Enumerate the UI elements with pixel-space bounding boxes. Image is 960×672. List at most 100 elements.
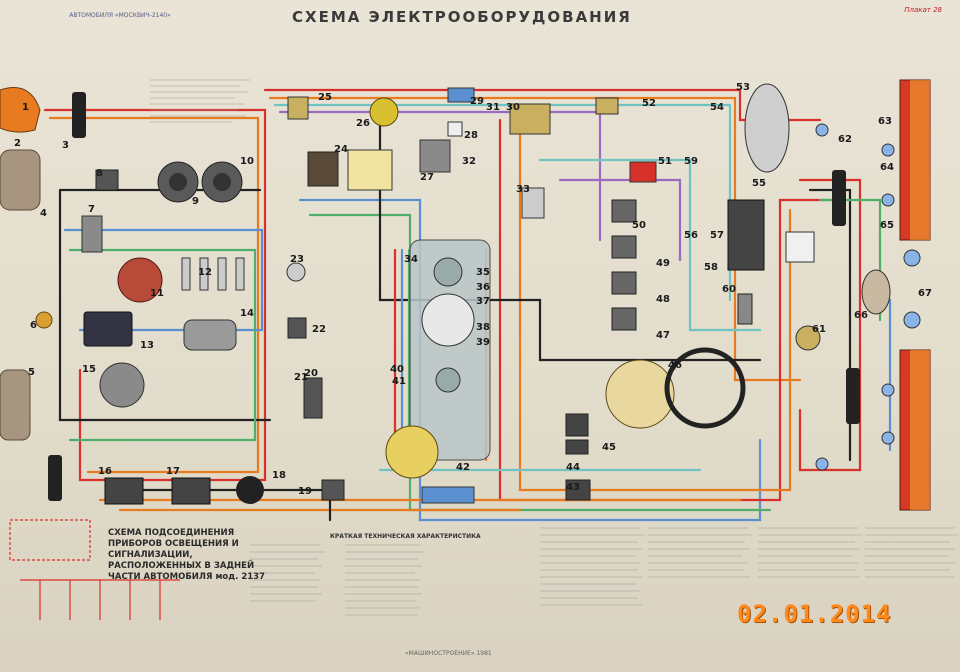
switch-43 bbox=[565, 479, 591, 501]
component-label-28: 28 bbox=[464, 130, 478, 141]
component-label-65: 65 bbox=[880, 220, 894, 231]
component-label-5: 5 bbox=[28, 367, 35, 378]
lamp-29c bbox=[785, 231, 815, 263]
component-label-17: 17 bbox=[166, 466, 180, 477]
component-label-37: 37 bbox=[476, 296, 490, 307]
relay-32 bbox=[521, 187, 545, 219]
wire-teal-top bbox=[273, 103, 732, 302]
gauge-35 bbox=[433, 257, 463, 287]
relay-17 bbox=[171, 477, 211, 505]
legend-text-lines bbox=[150, 79, 958, 616]
spark-plugs-12 bbox=[181, 257, 245, 291]
component-label-46: 46 bbox=[668, 360, 682, 371]
center-components bbox=[286, 83, 821, 504]
relay-24 bbox=[307, 151, 339, 187]
distributor-11 bbox=[117, 257, 163, 303]
component-label-61: 61 bbox=[812, 324, 826, 335]
component-label-45: 45 bbox=[602, 442, 616, 453]
component-label-58: 58 bbox=[704, 262, 718, 273]
wiper-motor-42 bbox=[385, 425, 439, 479]
component-label-67: 67 bbox=[918, 288, 932, 299]
component-label-4: 4 bbox=[40, 208, 47, 219]
wire-orange-main bbox=[48, 116, 260, 474]
component-label-35: 35 bbox=[476, 267, 490, 278]
horn-button-46 bbox=[605, 359, 675, 429]
component-label-10: 10 bbox=[240, 156, 254, 167]
subschema-title: СХЕМА ПОДСОЕДИНЕНИЯ ПРИБОРОВ ОСВЕЩЕНИЯ И… bbox=[108, 528, 265, 582]
component-label-39: 39 bbox=[476, 337, 490, 348]
wire-violet-right bbox=[558, 178, 682, 262]
gauge-26 bbox=[369, 97, 399, 127]
component-label-3a: 3 bbox=[62, 140, 69, 151]
right-components bbox=[815, 79, 931, 511]
component-label-36: 36 bbox=[476, 282, 490, 293]
component-label-19: 19 bbox=[298, 486, 312, 497]
fuse-box-13 bbox=[83, 311, 133, 347]
switch-28 bbox=[447, 121, 463, 137]
sensor-6 bbox=[35, 311, 53, 329]
speaker-55 bbox=[744, 83, 790, 173]
switch-22 bbox=[287, 317, 307, 339]
component-label-52: 52 bbox=[642, 98, 656, 109]
bulbs-63-65 bbox=[815, 123, 921, 471]
wire-blue-right bbox=[868, 298, 892, 452]
component-label-47: 47 bbox=[656, 330, 670, 341]
component-label-2: 2 bbox=[14, 138, 21, 149]
component-label-18: 18 bbox=[272, 470, 286, 481]
component-label-22: 22 bbox=[312, 324, 326, 335]
component-label-33: 33 bbox=[516, 184, 530, 195]
component-label-1: 1 bbox=[22, 102, 29, 113]
footer-publisher: «МАШИНОСТРОЕНИЕ» 1981 bbox=[405, 650, 492, 657]
component-label-53: 53 bbox=[736, 82, 750, 93]
speedometer-36 bbox=[421, 293, 475, 347]
component-label-23: 23 bbox=[290, 254, 304, 265]
component-label-11: 11 bbox=[150, 288, 164, 299]
relay-8 bbox=[95, 169, 119, 191]
switch-44 bbox=[565, 413, 589, 437]
component-label-20: 20 bbox=[304, 368, 318, 379]
component-label-34: 34 bbox=[404, 254, 418, 265]
component-label-7: 7 bbox=[88, 204, 95, 215]
component-label-41: 41 bbox=[392, 376, 406, 387]
wire-black-center bbox=[378, 118, 762, 362]
component-label-31: 31 bbox=[486, 102, 500, 113]
sub-schema-2137 bbox=[9, 519, 180, 620]
lamp-29 bbox=[447, 87, 475, 103]
component-label-14: 14 bbox=[240, 308, 254, 319]
component-label-40: 40 bbox=[390, 364, 404, 375]
component-label-48: 48 bbox=[656, 294, 670, 305]
component-label-60: 60 bbox=[722, 284, 736, 295]
spec-title: КРАТКАЯ ТЕХНИЧЕСКАЯ ХАРАКТЕРИСТИКА bbox=[330, 533, 481, 540]
component-label-38: 38 bbox=[476, 322, 490, 333]
left-headlight bbox=[0, 87, 41, 133]
lamp-29b bbox=[421, 486, 475, 504]
component-label-9: 9 bbox=[192, 196, 199, 207]
switch-45 bbox=[565, 439, 589, 455]
component-label-55: 55 bbox=[752, 178, 766, 189]
sensor-23 bbox=[286, 262, 306, 282]
header-left-note: АВТОМОБИЛЯ «МОСКВИЧ-2140» bbox=[69, 12, 171, 19]
steering-wheel bbox=[664, 347, 746, 429]
component-label-26: 26 bbox=[356, 118, 370, 129]
component-label-32: 32 bbox=[462, 156, 476, 167]
generator-15 bbox=[99, 362, 145, 408]
sensor-60 bbox=[737, 293, 753, 325]
wire-orange-center bbox=[518, 128, 792, 492]
sensor-7 bbox=[81, 215, 103, 253]
component-label-62: 62 bbox=[838, 134, 852, 145]
relay-30 bbox=[509, 103, 551, 135]
component-label-64: 64 bbox=[880, 162, 894, 173]
starter-14 bbox=[183, 319, 237, 351]
component-label-12: 12 bbox=[198, 267, 212, 278]
component-label-51: 51 bbox=[658, 156, 672, 167]
switch-25 bbox=[287, 96, 309, 120]
page-title: СХЕМА ЭЛЕКТРООБОРУДОВАНИЯ bbox=[292, 8, 632, 26]
wire-teal-right bbox=[538, 158, 762, 332]
battery-16 bbox=[104, 477, 144, 505]
radio-57 bbox=[727, 199, 765, 271]
component-label-59: 59 bbox=[684, 156, 698, 167]
component-label-6: 6 bbox=[30, 320, 37, 331]
component-label-42: 42 bbox=[456, 462, 470, 473]
